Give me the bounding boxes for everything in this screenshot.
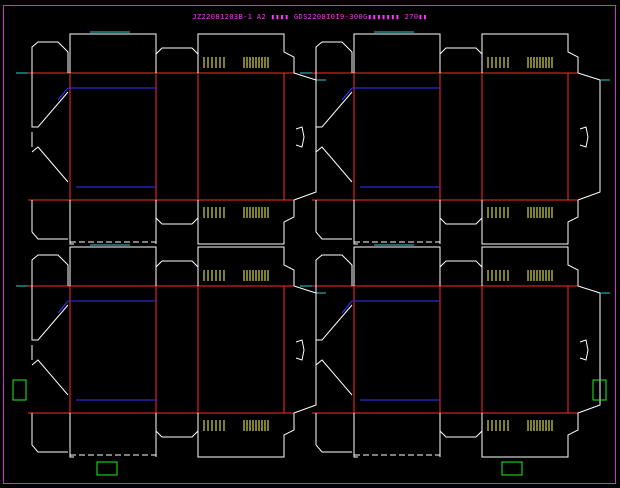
bottom-flap-front-l — [353, 200, 358, 245]
right-side-flap — [577, 285, 601, 414]
left-flap-top — [315, 254, 353, 286]
window-corner — [341, 87, 353, 101]
top-tuck-flap — [69, 33, 157, 73]
bottom-right-mark — [501, 461, 523, 476]
registration-marks — [12, 379, 607, 476]
bottom-tuck-flap — [197, 200, 295, 245]
top-tuck-flap-2 — [481, 246, 579, 286]
left-notch-top — [315, 73, 353, 128]
top-tuck-flap-2 — [197, 246, 295, 286]
lock-tab — [295, 339, 305, 361]
top-tuck-flap-2 — [197, 33, 295, 73]
left-flap-bottom — [31, 413, 68, 453]
die-layout — [16, 31, 610, 458]
lock-tab — [579, 339, 589, 361]
left-flap-top — [31, 254, 69, 286]
left-flap-top — [31, 41, 69, 73]
left-notch-top — [31, 73, 69, 128]
box-blank-0 — [16, 31, 326, 245]
window-corner — [57, 87, 69, 101]
box-blank-2 — [16, 244, 326, 458]
box-blank-3 — [300, 244, 610, 458]
top-tuck-flap — [69, 246, 157, 286]
left-notch-bottom — [31, 359, 69, 396]
right-side-flap — [577, 72, 601, 201]
bottom-dust-flap — [155, 413, 199, 438]
left-notch-top — [315, 286, 353, 341]
left-notch-top — [31, 286, 69, 341]
bottom-flap-front-l — [69, 200, 74, 245]
left-flap-top — [315, 41, 353, 73]
top-tuck-flap-2 — [481, 33, 579, 73]
bottom-flap-front-l — [69, 413, 74, 458]
bottom-tuck-flap — [481, 200, 579, 245]
bottom-left-mark — [96, 461, 118, 476]
bottom-dust-flap — [439, 200, 483, 225]
right-side-flap — [293, 72, 317, 201]
left-notch-bottom — [31, 146, 69, 183]
top-tuck-flap — [353, 246, 441, 286]
bottom-dust-flap — [155, 200, 199, 225]
lock-tab — [295, 126, 305, 148]
box-blank-1 — [300, 31, 610, 245]
right-mark — [592, 379, 607, 401]
left-notch-bottom — [315, 359, 353, 396]
bottom-tuck-flap — [481, 413, 579, 458]
top-dust-flap-1 — [155, 47, 199, 73]
window-corner — [57, 300, 69, 314]
top-dust-flap-1 — [439, 47, 483, 73]
bottom-dust-flap — [439, 413, 483, 438]
top-dust-flap-1 — [155, 260, 199, 286]
top-dust-flap-1 — [439, 260, 483, 286]
right-side-flap — [293, 285, 317, 414]
bottom-flap-front-l — [353, 413, 358, 458]
lock-tab — [579, 126, 589, 148]
left-flap-bottom — [31, 200, 68, 240]
left-flap-bottom — [315, 200, 352, 240]
window-corner — [341, 300, 353, 314]
left-notch-bottom — [315, 146, 353, 183]
bottom-tuck-flap — [197, 413, 295, 458]
top-tuck-flap — [353, 33, 441, 73]
sheet-title: JZ22081203B-1 A2 ▮▮▮▮ GDS2208I0I9-300G▮▮… — [192, 13, 428, 21]
left-flap-bottom — [315, 413, 352, 453]
left-mark — [12, 379, 27, 401]
sheet-border — [3, 5, 616, 484]
